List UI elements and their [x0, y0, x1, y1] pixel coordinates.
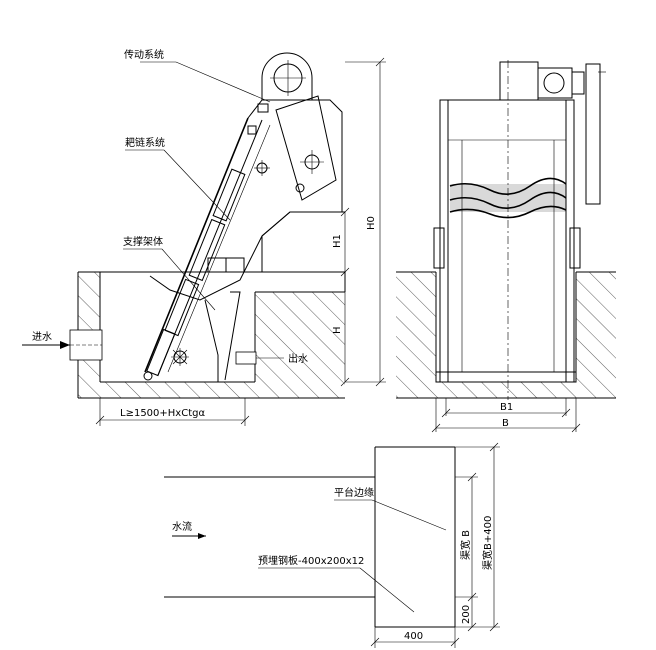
side-elevation-view: 进水 出水 — [22, 48, 386, 426]
inlet-arrow: 进水 — [22, 331, 70, 349]
rake-chain-label: 耙链系统 — [125, 136, 165, 149]
drive-system-label: 传动系统 — [124, 48, 164, 61]
grille-teeth — [449, 177, 567, 219]
plan-horizontal-dimension: 400 — [370, 627, 460, 648]
h1-label: H1 — [332, 234, 343, 248]
outlet-label: 出水 — [288, 352, 308, 365]
front-frame — [433, 60, 581, 400]
platform-edge-callout: 平台边缘 — [334, 486, 447, 531]
water-flow-arrow: 水流 — [172, 520, 206, 539]
plan-view: 水流 平台边缘 预埋钢板-400x200x12 渠宽 B — [164, 442, 500, 648]
length-label: L≥1500+HxCtgα — [120, 408, 205, 419]
plan-vertical-dimensions: 渠宽 B 渠宽B+400 200 — [455, 442, 500, 632]
rake-chain — [143, 117, 271, 381]
h0-label: H0 — [366, 216, 377, 230]
channel-concrete — [69, 271, 346, 399]
width-dimensions: B1 B — [431, 398, 581, 433]
drive-housing — [247, 52, 343, 237]
b1-label: B1 — [500, 402, 513, 413]
embedded-plate-label: 预埋钢板-400x200x12 — [258, 554, 364, 567]
front-channel-concrete — [396, 271, 616, 399]
outlet-annotation: 出水 — [256, 352, 308, 365]
length-dimension: L≥1500+HxCtgα — [95, 398, 250, 426]
inlet-label: 进水 — [32, 331, 52, 343]
h-label: H — [332, 326, 343, 334]
embedded-plate-callout: 预埋钢板-400x200x12 — [258, 554, 415, 613]
height-dimensions: H0 H1 H — [332, 57, 386, 387]
upper-sprocket — [254, 160, 270, 176]
front-drive-motor — [499, 61, 606, 205]
lower-sprocket — [171, 348, 189, 366]
chain-links — [146, 168, 246, 377]
d200-label: 200 — [461, 605, 472, 624]
water-flow-label: 水流 — [172, 520, 192, 533]
drive-system-callout: 传动系统 — [124, 48, 271, 103]
rake-chain-callout: 耙链系统 — [125, 136, 231, 221]
platform-edge-label: 平台边缘 — [334, 486, 374, 499]
support-frame-callout: 支撑架体 — [123, 235, 216, 311]
support-frame-label: 支撑架体 — [123, 235, 163, 248]
grille-bars — [448, 139, 566, 372]
channel-width-label: 渠宽 B — [459, 530, 472, 560]
channel-width-plus-label: 渠宽B+400 — [481, 516, 494, 570]
front-elevation-view: B1 B — [396, 60, 616, 433]
d400-label: 400 — [404, 631, 423, 642]
b-label: B — [502, 418, 509, 429]
